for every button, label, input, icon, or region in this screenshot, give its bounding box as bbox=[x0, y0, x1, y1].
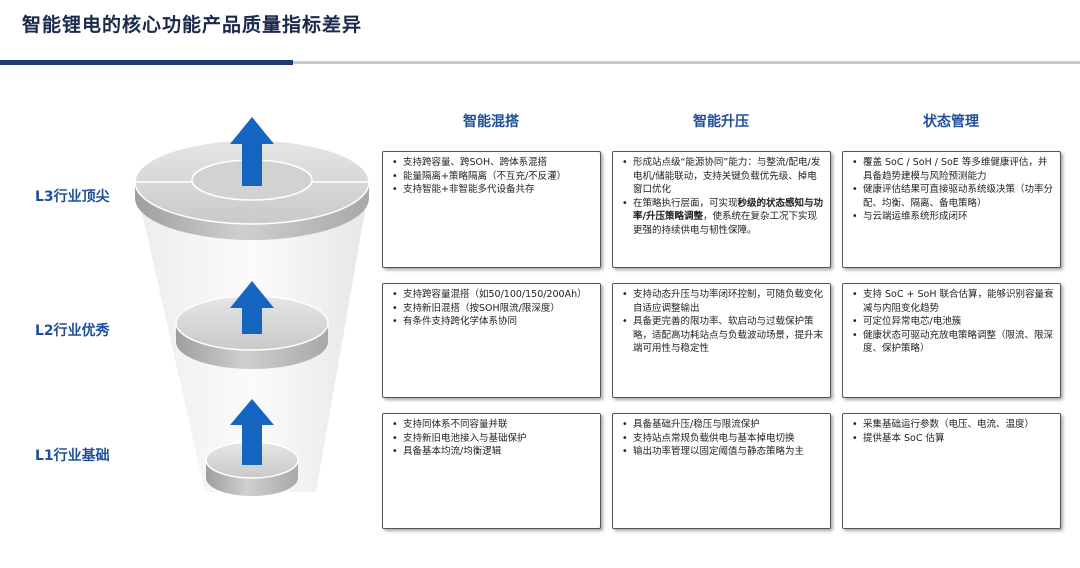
column-header-state: 状态管理 bbox=[923, 114, 979, 130]
level-label-l3: L3行业顶尖 bbox=[35, 189, 110, 205]
list-item: 支持同体系不同容量并联 bbox=[392, 418, 594, 432]
cell-l3-mix: 支持跨容量、跨SOH、跨体系混搭 能量隔离+策略隔离（不互充/不反灌） 支持智能… bbox=[382, 151, 601, 268]
list-item: 采集基础运行参数（电压、电流、温度） bbox=[852, 418, 1054, 432]
cell-l1-mix: 支持同体系不同容量并联 支持新旧电池接入与基础保护 具备基本均流/均衡逻辑 bbox=[382, 413, 601, 529]
cell-l1-boost: 具备基础升压/稳压与限流保护 支持站点常规负载供电与基本掉电切换 输出功率管理以… bbox=[612, 413, 831, 529]
arrow-up-icon bbox=[230, 281, 274, 334]
list-item: 输出功率管理以固定阈值与静态策略为主 bbox=[622, 445, 824, 459]
arrow-up-icon bbox=[230, 399, 274, 465]
list-item: 支持新旧电池接入与基础保护 bbox=[392, 432, 594, 446]
cell-l2-state: 支持 SoC + SoH 联合估算，能够识别容量衰减与内阻变化趋势 可定位异常电… bbox=[842, 283, 1061, 398]
cell-l2-mix: 支持跨容量混搭（如50/100/150/200Ah） 支持新旧混搭（按SOH限流… bbox=[382, 283, 601, 398]
column-header-mix: 智能混搭 bbox=[463, 114, 519, 130]
list-item: 在策略执行层面，可实现秒级的状态感知与功率/升压策略调整，使系统在复杂工况下实现… bbox=[622, 197, 824, 238]
level-label-l2: L2行业优秀 bbox=[35, 323, 110, 339]
level-label-l1: L1行业基础 bbox=[35, 448, 110, 464]
title-rule-dark bbox=[0, 60, 293, 65]
list-item: 健康状态可驱动充放电策略调整（限流、限深度、保护策略） bbox=[852, 329, 1054, 356]
title-rule-light bbox=[293, 61, 1080, 64]
list-item: 支持站点常规负载供电与基本掉电切换 bbox=[622, 432, 824, 446]
list-item: 具备基础升压/稳压与限流保护 bbox=[622, 418, 824, 432]
list-item: 健康评估结果可直接驱动系统级决策（功率分配、均衡、隔离、备电策略） bbox=[852, 183, 1054, 210]
list-item: 支持动态升压与功率闭环控制，可随负载变化自适应调整输出 bbox=[622, 288, 824, 315]
list-item: 支持智能+非智能多代设备共存 bbox=[392, 183, 594, 197]
cell-l1-state: 采集基础运行参数（电压、电流、温度） 提供基本 SoC 估算 bbox=[842, 413, 1061, 529]
list-item: 支持新旧混搭（按SOH限流/限深度） bbox=[392, 302, 594, 316]
cell-l3-boost: 形成站点级“能源协同”能力：与整流/配电/发电机/储能联动，支持关键负载优先级、… bbox=[612, 151, 831, 268]
list-item: 与云端运维系统形成闭环 bbox=[852, 210, 1054, 224]
list-item: 具备更完善的限功率、软启动与过载保护策略，适配高功耗站点与负载波动场景，提升末端… bbox=[622, 315, 824, 356]
cell-l2-boost: 支持动态升压与功率闭环控制，可随负载变化自适应调整输出 具备更完善的限功率、软启… bbox=[612, 283, 831, 398]
list-item: 形成站点级“能源协同”能力：与整流/配电/发电机/储能联动，支持关键负载优先级、… bbox=[622, 156, 824, 197]
list-item: 可定位异常电芯/电池簇 bbox=[852, 315, 1054, 329]
page-title: 智能锂电的核心功能产品质量指标差异 bbox=[22, 14, 363, 36]
arrow-up-icon bbox=[230, 117, 274, 186]
text-run: 在策略执行层面，可实现 bbox=[633, 197, 738, 209]
list-item: 有条件支持跨化学体系协同 bbox=[392, 315, 594, 329]
list-item: 能量隔离+策略隔离（不互充/不反灌） bbox=[392, 170, 594, 184]
column-header-boost: 智能升压 bbox=[693, 114, 749, 130]
funnel-diagram bbox=[134, 117, 370, 496]
list-item: 覆盖 SoC / SoH / SoE 等多维健康评估，并具备趋势建模与风险预测能… bbox=[852, 156, 1054, 183]
list-item: 支持跨容量混搭（如50/100/150/200Ah） bbox=[392, 288, 594, 302]
list-item: 支持 SoC + SoH 联合估算，能够识别容量衰减与内阻变化趋势 bbox=[852, 288, 1054, 315]
cell-l3-state: 覆盖 SoC / SoH / SoE 等多维健康评估，并具备趋势建模与风险预测能… bbox=[842, 151, 1061, 268]
emphasis-text: 秒级的状态感知与功率/升压策略调整 bbox=[633, 197, 824, 223]
list-item: 支持跨容量、跨SOH、跨体系混搭 bbox=[392, 156, 594, 170]
text-run: ，使系统在复杂工况下实现更强的持续供电与韧性保障。 bbox=[633, 211, 817, 236]
list-item: 提供基本 SoC 估算 bbox=[852, 432, 1054, 446]
list-item: 具备基本均流/均衡逻辑 bbox=[392, 445, 594, 459]
